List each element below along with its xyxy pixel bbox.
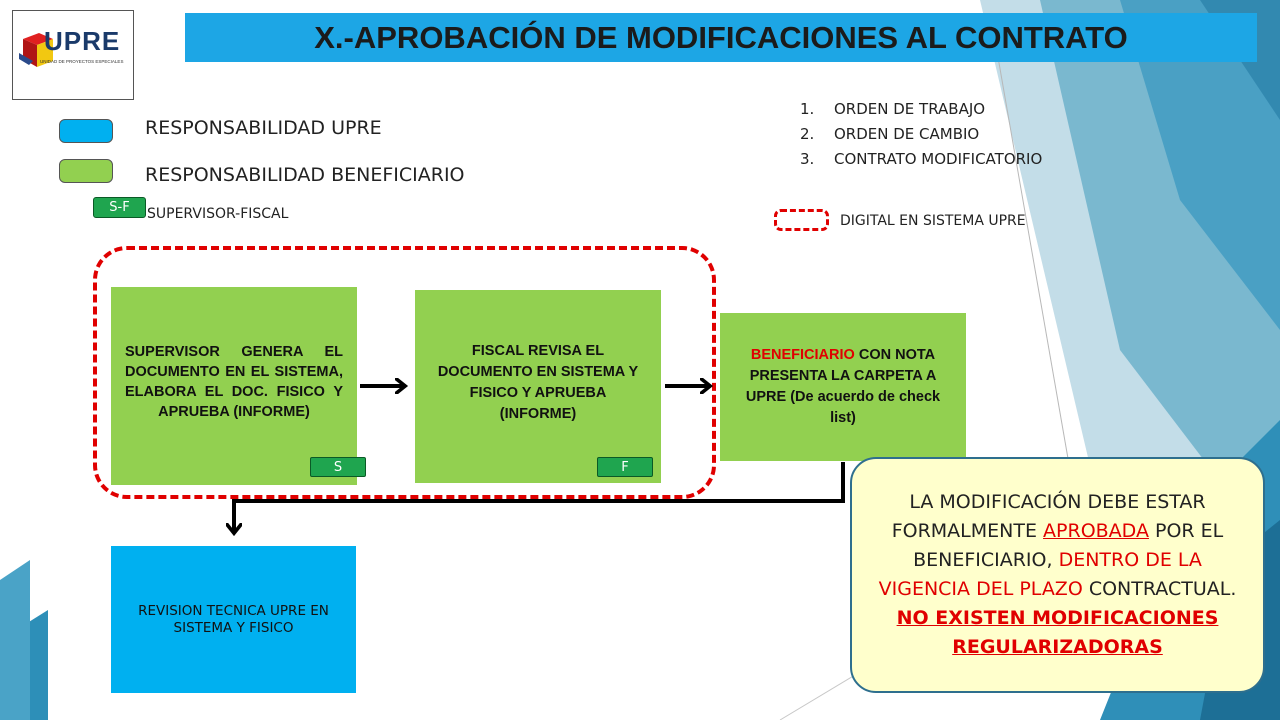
step-beneficiario-box: BENEFICIARIO CON NOTA PRESENTA LA CARPET…: [720, 313, 966, 461]
legend-beneficiario-swatch: [59, 159, 113, 183]
legend-digital-swatch: [774, 209, 829, 231]
legend-upre-label: RESPONSABILIDAD UPRE: [145, 117, 382, 139]
step-supervisor-text: SUPERVISOR GENERA EL DOCUMENTO EN EL SIS…: [125, 344, 343, 420]
step-revision-box: REVISION TECNICA UPRE EN SISTEMA Y FISIC…: [111, 546, 356, 693]
fiscal-tag: F: [597, 457, 653, 477]
step-fiscal-text: FISCAL REVISA EL DOCUMENTO EN SISTEMA Y …: [437, 342, 639, 422]
cube-logo-icon: [19, 33, 53, 67]
digital-system-region: [93, 246, 716, 499]
logo-subtitle: UNIDAD DE PROYECTOS ESPECIALES: [40, 59, 124, 64]
legend-beneficiario-label: RESPONSABILIDAD BENEFICIARIO: [145, 164, 465, 186]
supervisor-fiscal-badge: S-F: [93, 197, 146, 218]
upre-logo: [12, 10, 134, 100]
legend-digital-label: DIGITAL EN SISTEMA UPRE: [840, 213, 1026, 229]
list-item: 1.ORDEN DE TRABAJO: [800, 100, 986, 118]
legend-upre-swatch: [59, 119, 113, 143]
note-aprobada: APROBADA: [1043, 520, 1149, 542]
step-beneficiario-text: CON NOTA PRESENTA LA CARPETA A UPRE (De …: [745, 347, 941, 426]
supervisor-fiscal-label: SUPERVISOR-FISCAL: [147, 206, 289, 222]
note-vigencia: DENTRO DE LA VIGENCIA DEL PLAZO: [878, 549, 1202, 600]
step-supervisor-box: SUPERVISOR GENERA EL DOCUMENTO EN EL SIS…: [111, 287, 357, 485]
list-item: 3.CONTRATO MODIFICATORIO: [800, 150, 1043, 168]
modification-note: LA MODIFICACIÓN DEBE ESTAR FORMALMENTE A…: [850, 457, 1265, 693]
document-type-list: 1.ORDEN DE TRABAJO 2.ORDEN DE CAMBIO 3.C…: [800, 97, 1042, 172]
supervisor-tag: S: [310, 457, 366, 477]
page-title: X.-APROBACIÓN DE MODIFICACIONES AL CONTR…: [185, 13, 1257, 62]
list-item: 2.ORDEN DE CAMBIO: [800, 125, 980, 143]
arrow-beneficiario-to-revision: [234, 462, 845, 532]
step-revision-text: REVISION TECNICA UPRE EN SISTEMA Y FISIC…: [138, 602, 329, 636]
note-no-regularizadoras: NO EXISTEN MODIFICACIONES REGULARIZADORA…: [896, 607, 1219, 658]
logo-text: UPRE: [44, 26, 121, 56]
step-fiscal-box: FISCAL REVISA EL DOCUMENTO EN SISTEMA Y …: [415, 290, 661, 483]
beneficiario-highlight: BENEFICIARIO: [750, 347, 855, 363]
